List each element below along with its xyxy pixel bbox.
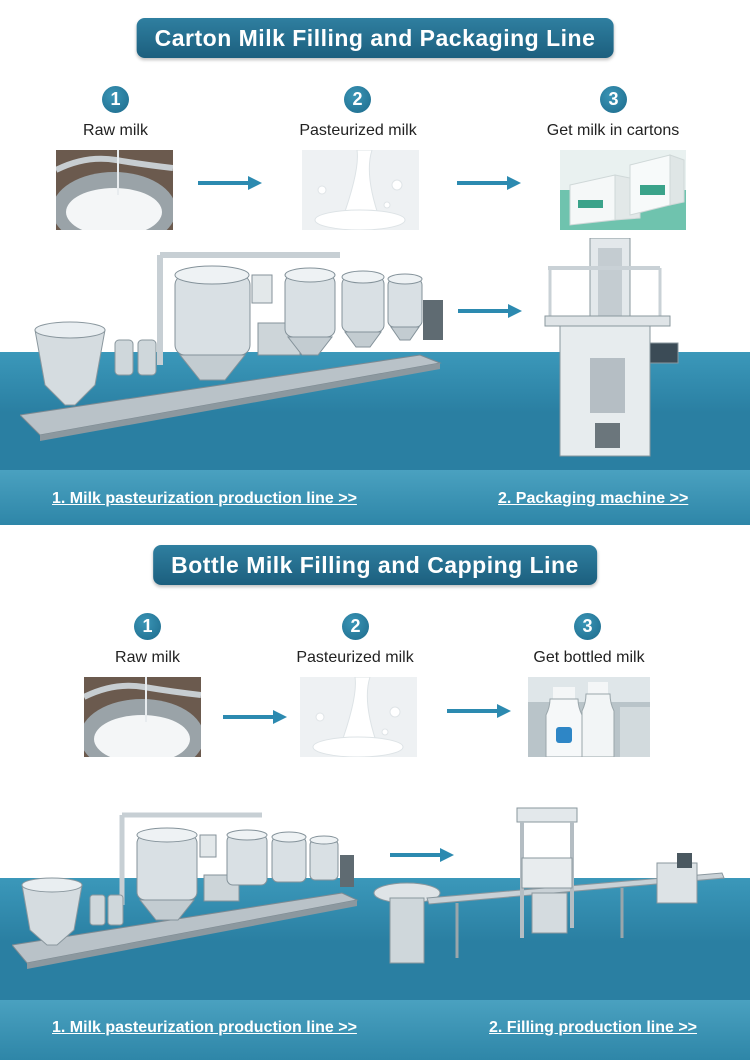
step-2-label: Pasteurized milk: [296, 649, 414, 666]
arrow-right-icon: [457, 176, 521, 190]
carton-section-title: Carton Milk Filling and Packaging Line: [136, 18, 614, 58]
step-2-badge: 2: [342, 613, 369, 640]
pasteurization-line-machine: [12, 812, 359, 969]
bottle-section-title: Bottle Milk Filling and Capping Line: [153, 545, 597, 585]
pasteurized-milk-image: [302, 150, 419, 230]
carton-section: Carton Milk Filling and Packaging Line 1…: [0, 0, 750, 525]
carton-link-band: [0, 470, 750, 525]
bottled-milk-image: [528, 677, 650, 757]
milk-cartons-image: [560, 150, 686, 230]
arrow-right-icon: [198, 176, 262, 190]
step-3-label: Get bottled milk: [533, 649, 645, 666]
step-1-badge: 1: [134, 613, 161, 640]
step-3-badge: 3: [574, 613, 601, 640]
bottle-section: Bottle Milk Filling and Capping Line 1 R…: [0, 530, 750, 1060]
step-2-label: Pasteurized milk: [299, 122, 417, 139]
arrow-right-icon: [447, 704, 511, 718]
step-3-badge: 3: [600, 86, 627, 113]
pasteurized-milk-image: [300, 677, 417, 757]
bottle-link-band: [0, 1000, 750, 1060]
packaging-machine: [544, 238, 679, 457]
filling-line-machine: [373, 807, 725, 964]
step-1-label: Raw milk: [83, 122, 148, 139]
step-1-badge: 1: [102, 86, 129, 113]
arrow-right-icon: [458, 304, 522, 318]
step-1-label: Raw milk: [115, 649, 180, 666]
raw-milk-image: [84, 677, 201, 757]
arrow-right-icon: [390, 848, 454, 862]
pasteurization-line-link[interactable]: 1. Milk pasteurization production line >…: [52, 1019, 357, 1036]
pasteurization-line-link[interactable]: 1. Milk pasteurization production line >…: [52, 490, 357, 507]
packaging-machine-link[interactable]: 2. Packaging machine >>: [498, 490, 689, 507]
filling-line-link[interactable]: 2. Filling production line >>: [489, 1019, 698, 1036]
arrow-right-icon: [223, 710, 287, 724]
step-2-badge: 2: [344, 86, 371, 113]
step-3-label: Get milk in cartons: [546, 122, 680, 139]
raw-milk-image: [56, 150, 173, 230]
pasteurization-line-machine: [20, 252, 443, 441]
